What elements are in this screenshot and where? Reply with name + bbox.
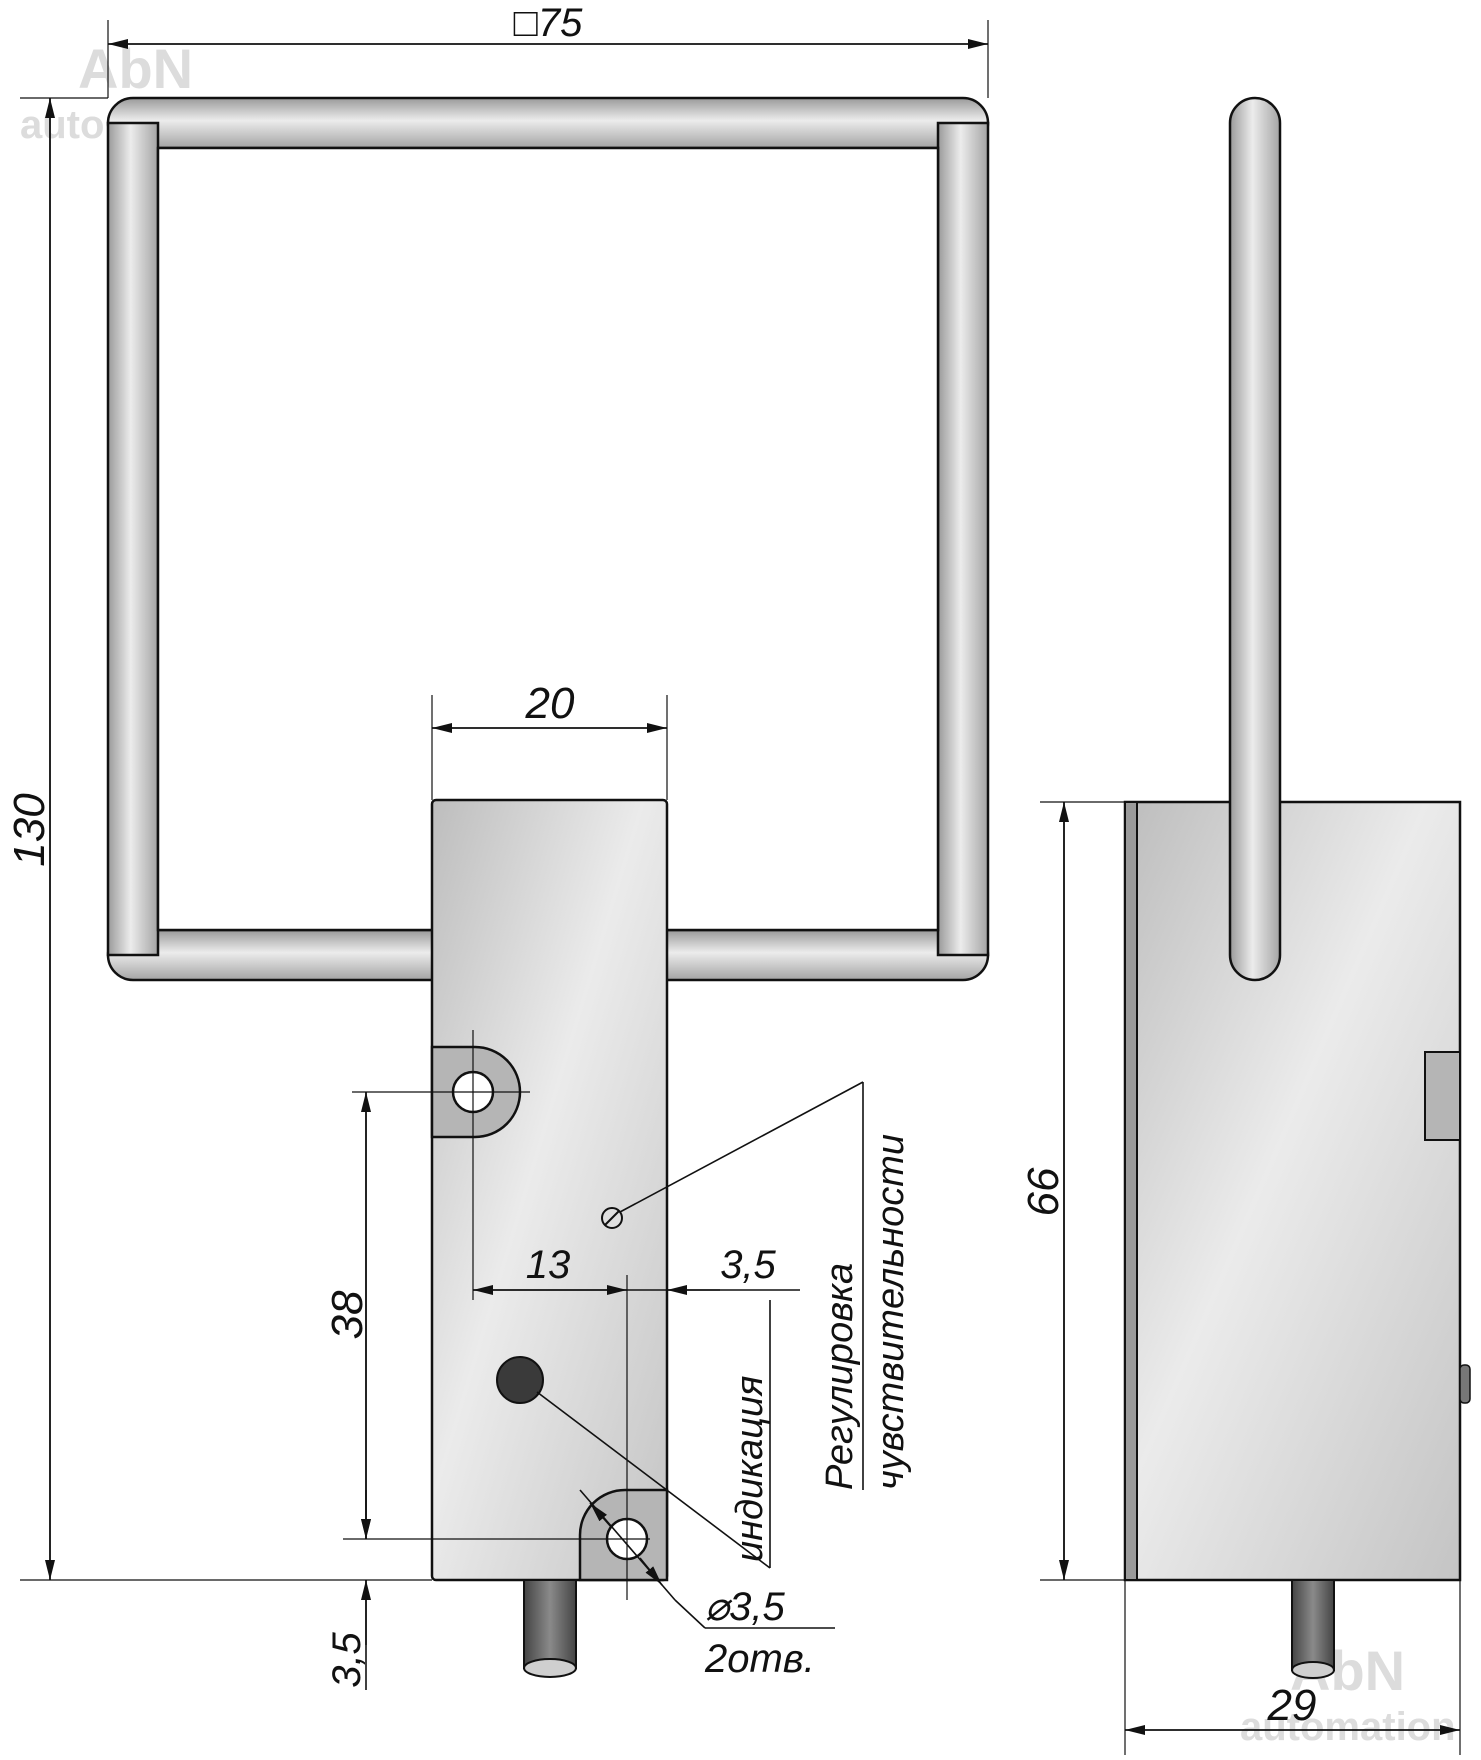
label-hole-spacing: 38 bbox=[323, 1290, 372, 1339]
label-body-width: 20 bbox=[525, 679, 575, 728]
dim-body-height: 66 bbox=[1019, 801, 1125, 1581]
side-view: 66 29 bbox=[1019, 96, 1471, 1755]
dim-body-depth: 29 bbox=[1124, 1580, 1461, 1755]
led-indicator bbox=[496, 1356, 544, 1404]
dim-frame-width: □75 bbox=[107, 1, 989, 98]
label-hole-offset: 13 bbox=[526, 1243, 571, 1287]
sensitivity-trimmer bbox=[601, 1207, 623, 1229]
dim-bottom-offset: 3,5 bbox=[325, 1490, 371, 1690]
label-edge-offset: 3,5 bbox=[720, 1243, 776, 1287]
leader-sensitivity: Регулировка чувствительности bbox=[619, 1081, 912, 1490]
watermark-brand-top: AbN bbox=[78, 37, 193, 100]
dim-hole-diameter: ⌀3,5 2отв. bbox=[579, 1489, 835, 1681]
leader-indication: индикация bbox=[536, 1300, 771, 1569]
cable-front bbox=[523, 1579, 577, 1678]
label-body-height: 66 bbox=[1019, 1167, 1068, 1216]
label-hole-diameter: ⌀3,5 bbox=[705, 1585, 785, 1629]
loop-wire-side bbox=[1228, 96, 1282, 982]
label-bottom-offset: 3,5 bbox=[325, 1631, 369, 1687]
dim-body-width: 20 bbox=[431, 679, 668, 800]
dim-total-height: 130 bbox=[5, 97, 432, 1581]
label-adjust-line-1: Регулировка bbox=[819, 1263, 861, 1490]
watermark-sub-bottom: automation bbox=[1240, 1705, 1456, 1749]
trimmer-knob-side bbox=[1459, 1364, 1471, 1404]
label-adjust-line-2: чувствительности bbox=[870, 1134, 912, 1490]
mounting-tab-side bbox=[1424, 1051, 1461, 1141]
label-total-height: 130 bbox=[5, 793, 54, 867]
cable-side bbox=[1291, 1579, 1335, 1679]
dim-hole-offset: 13 bbox=[472, 1030, 628, 1600]
label-body-depth: 29 bbox=[1267, 1681, 1317, 1730]
sensor-body-side bbox=[1123, 800, 1462, 1582]
sensing-loop bbox=[106, 96, 990, 982]
body-side-flange bbox=[1124, 801, 1138, 1581]
label-frame-width: □75 bbox=[514, 1, 583, 45]
label-indication: индикация bbox=[729, 1376, 771, 1562]
dim-hole-spacing: 38 bbox=[323, 1091, 650, 1540]
label-hole-count: 2отв. bbox=[704, 1637, 815, 1681]
dim-edge-offset: 3,5 bbox=[627, 1243, 800, 1295]
front-view: □75 130 20 38 bbox=[5, 1, 990, 1690]
